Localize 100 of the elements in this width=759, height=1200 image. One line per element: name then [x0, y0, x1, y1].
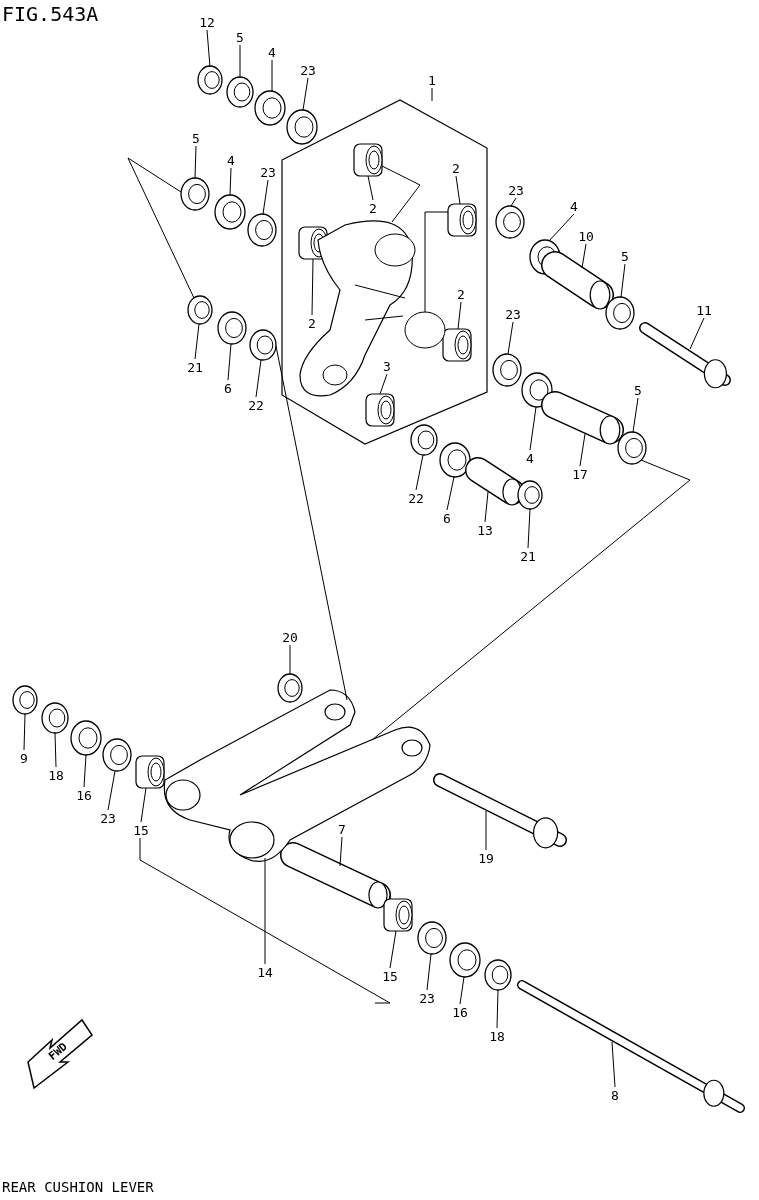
washer-ring: [249, 329, 277, 361]
leader-line: [302, 77, 309, 111]
callout-number: 15: [380, 968, 400, 984]
cushion-rod: [299, 220, 446, 397]
leader-line: [262, 179, 269, 215]
leader-line: [23, 713, 26, 751]
callout-number: 5: [615, 248, 635, 264]
washer-ring: [492, 353, 522, 387]
cushion-lever: [163, 689, 431, 862]
assembly-line: [275, 345, 348, 701]
leader-line: [339, 836, 343, 867]
leader-line: [255, 359, 262, 398]
leader-line: [529, 406, 537, 451]
leader-line: [367, 175, 374, 201]
callout-number: 17: [570, 466, 590, 482]
washer-ring: [247, 213, 277, 247]
washer-ring: [439, 442, 471, 478]
callout-number: 18: [46, 767, 66, 783]
bolt: [517, 980, 745, 1113]
callout-number: 3: [377, 358, 397, 374]
leader-line: [83, 754, 87, 788]
washer-ring: [617, 431, 647, 465]
callout-number: 18: [487, 1028, 507, 1044]
callout-number: 6: [437, 510, 457, 526]
leader-line: [264, 857, 266, 965]
leader-line: [632, 397, 639, 433]
callout-number: 4: [262, 44, 282, 60]
callout-number: 23: [506, 182, 526, 198]
callout-number: 16: [74, 787, 94, 803]
leader-line: [194, 323, 200, 360]
leader-line: [389, 930, 397, 969]
callout-number: 20: [280, 629, 300, 645]
figure-number: FIG.543A: [2, 4, 99, 24]
leader-line: [581, 243, 587, 269]
callout-number: 2: [446, 160, 466, 176]
washer-ring: [277, 673, 303, 703]
needle-bearing: [442, 328, 472, 362]
direction-label: FWD: [46, 1040, 70, 1063]
washer-ring: [187, 295, 213, 325]
washer-ring: [102, 738, 132, 772]
washer-ring: [41, 702, 69, 734]
leader-line: [54, 732, 57, 768]
leader-line: [620, 263, 626, 298]
leader-line: [227, 343, 232, 381]
collar-sleeve: [541, 391, 624, 445]
assembly-line: [371, 459, 691, 741]
leader-line: [107, 770, 116, 811]
leader-line: [239, 44, 241, 78]
callout-number: 1: [422, 72, 442, 88]
leader-line: [206, 29, 211, 68]
callout-number: 14: [255, 964, 275, 980]
callout-number: 23: [417, 990, 437, 1006]
callout-number: 15: [131, 822, 151, 838]
assembly-line: [424, 211, 449, 313]
callout-number: 9: [14, 750, 34, 766]
leader-line: [379, 373, 388, 395]
callout-number: 12: [197, 14, 217, 30]
assembly-line: [381, 165, 421, 223]
needle-bearing: [447, 203, 477, 237]
callout-number: 4: [221, 152, 241, 168]
collar-sleeve: [465, 457, 525, 506]
callout-number: 11: [694, 302, 714, 318]
washer-ring: [517, 480, 543, 510]
assembly-line: [127, 157, 195, 299]
callout-number: 22: [406, 490, 426, 506]
callout-number: 4: [520, 450, 540, 466]
callout-number: 10: [576, 228, 596, 244]
washer-ring: [529, 239, 561, 275]
callout-number: 2: [363, 200, 383, 216]
assembly-outline: [281, 99, 488, 445]
callout-number: 22: [246, 397, 266, 413]
washer-ring: [70, 720, 102, 756]
leader-line: [527, 508, 531, 549]
leader-line: [229, 167, 232, 196]
callout-number: 19: [476, 850, 496, 866]
callout-number: 8: [605, 1087, 625, 1103]
callout-number: 5: [230, 29, 250, 45]
callout-number: 21: [518, 548, 538, 564]
washer-ring: [417, 921, 447, 955]
washer-ring: [286, 109, 318, 145]
leader-line: [689, 317, 705, 350]
callout-number: 2: [302, 315, 322, 331]
washer-ring: [197, 65, 223, 95]
collar-sleeve: [541, 251, 614, 310]
leader-line: [140, 787, 147, 823]
washer-ring: [521, 372, 553, 408]
leader-line: [446, 476, 455, 511]
callout-number: 23: [298, 62, 318, 78]
leader-line: [415, 454, 424, 491]
callout-number: 2: [451, 286, 471, 302]
leader-line: [457, 301, 462, 330]
callout-number: 7: [332, 821, 352, 837]
callout-number: 4: [564, 198, 584, 214]
figure-caption: REAR CUSHION LEVER: [2, 1180, 154, 1194]
leader-line: [455, 175, 461, 205]
washer-ring: [226, 76, 254, 108]
washer-ring: [214, 194, 246, 230]
leader-line: [510, 197, 517, 207]
washer-ring: [410, 424, 438, 456]
callout-number: 23: [98, 810, 118, 826]
